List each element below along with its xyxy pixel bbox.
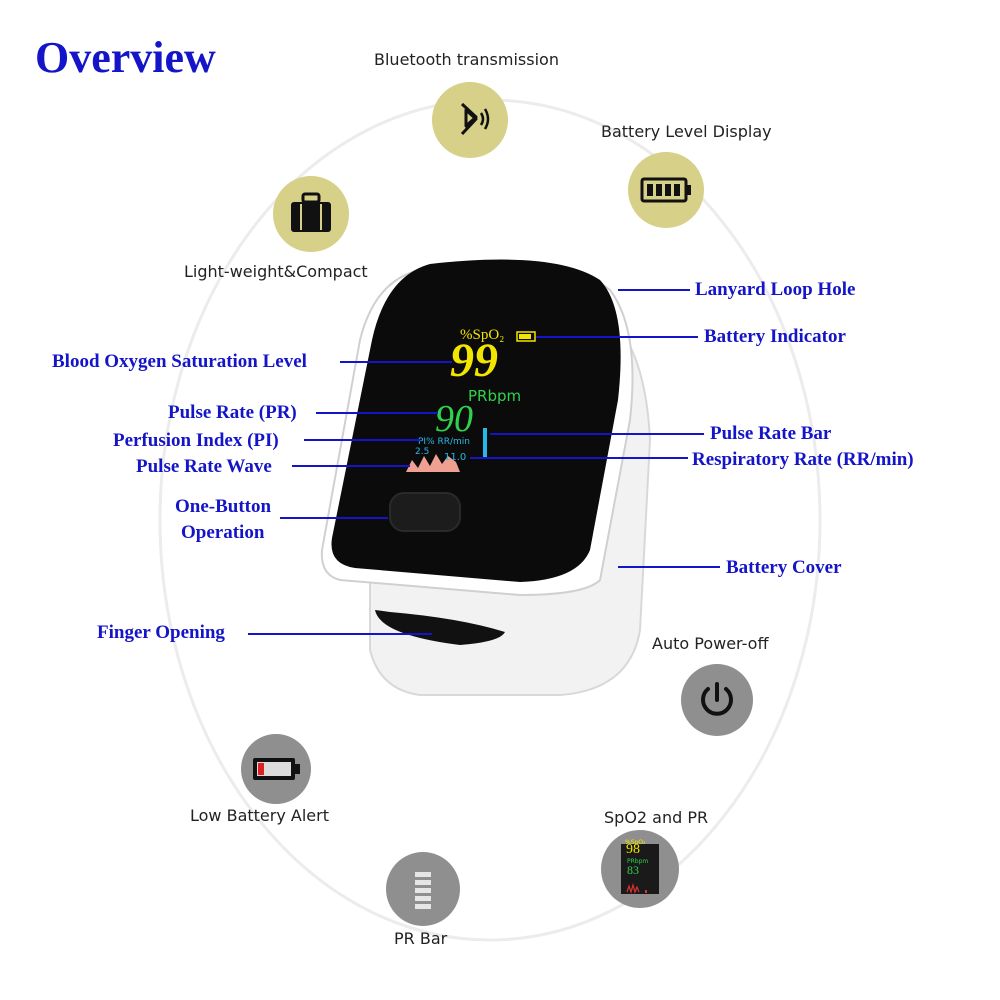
- callout-battery-cover: Battery Cover: [726, 557, 842, 578]
- feature-label-battery-display: Battery Level Display: [601, 122, 772, 141]
- callout-perfusion-index: Perfusion Index (PI): [113, 430, 279, 451]
- callout-pulse-rate: Pulse Rate (PR): [168, 402, 297, 423]
- power-icon: [701, 682, 733, 716]
- oximeter-device: [320, 259, 652, 696]
- mini-screen-spo2-label: %SpO₂: [625, 839, 646, 846]
- pr-bar-feature-badge: [386, 852, 460, 926]
- feature-label-pr-bar: PR Bar: [394, 929, 448, 948]
- bluetooth-icon: [460, 102, 490, 136]
- callout-lanyard: Lanyard Loop Hole: [695, 279, 856, 300]
- mini-screen-pr-label: PRbpm: [627, 858, 649, 865]
- low-battery-icon: [253, 758, 300, 780]
- mini-screen-icon: [621, 844, 659, 895]
- callout-pulse-bar: Pulse Rate Bar: [710, 423, 832, 444]
- screen-pi-value: 2.5: [415, 447, 430, 457]
- callout-one-button-line1: One-Button: [175, 496, 272, 517]
- bluetooth-feature-badge: [432, 82, 508, 158]
- callout-spo2-level: Blood Oxygen Saturation Level: [52, 351, 307, 372]
- screen-pi-rr-label: PI% RR/min: [418, 437, 471, 447]
- feature-label-bluetooth: Bluetooth transmission: [374, 50, 559, 69]
- screen-pr-value: 90: [435, 398, 473, 440]
- callout-battery-indicator: Battery Indicator: [704, 326, 846, 347]
- screen-spo2-value: 99: [450, 334, 498, 387]
- callout-resp-rate: Respiratory Rate (RR/min): [692, 449, 914, 470]
- screen-rr-value: 11.0: [444, 452, 467, 463]
- battery-display-feature-badge: [628, 152, 704, 228]
- mini-screen-pr-value: 83: [627, 863, 639, 877]
- feature-label-low-battery: Low Battery Alert: [190, 806, 329, 825]
- low-battery-feature-badge: [241, 734, 311, 804]
- screen-spo2-label: %SpO₂: [460, 327, 505, 343]
- callout-finger-opening: Finger Opening: [97, 622, 225, 643]
- lightweight-feature-badge: [273, 176, 349, 252]
- suitcase-icon: [291, 192, 331, 232]
- auto-power-off-feature-badge: [681, 664, 753, 736]
- callout-pulse-wave: Pulse Rate Wave: [136, 456, 272, 477]
- screen-pr-label: PRbpm: [468, 387, 522, 405]
- feature-label-lightweight: Light-weight&Compact: [184, 262, 368, 281]
- feature-label-auto-power-off: Auto Power-off: [652, 634, 769, 653]
- page-title: Overview: [35, 33, 216, 82]
- feature-label-spo2-pr: SpO2 and PR: [604, 808, 709, 827]
- battery-full-icon: [640, 177, 691, 203]
- spo2-pr-feature-badge: [601, 830, 679, 908]
- callout-one-button-line2: Operation: [181, 522, 265, 543]
- pulse-wave-graphic: [406, 454, 460, 472]
- pr-bar-icon: [415, 872, 431, 909]
- mini-screen-spo2-value: 98: [626, 842, 640, 857]
